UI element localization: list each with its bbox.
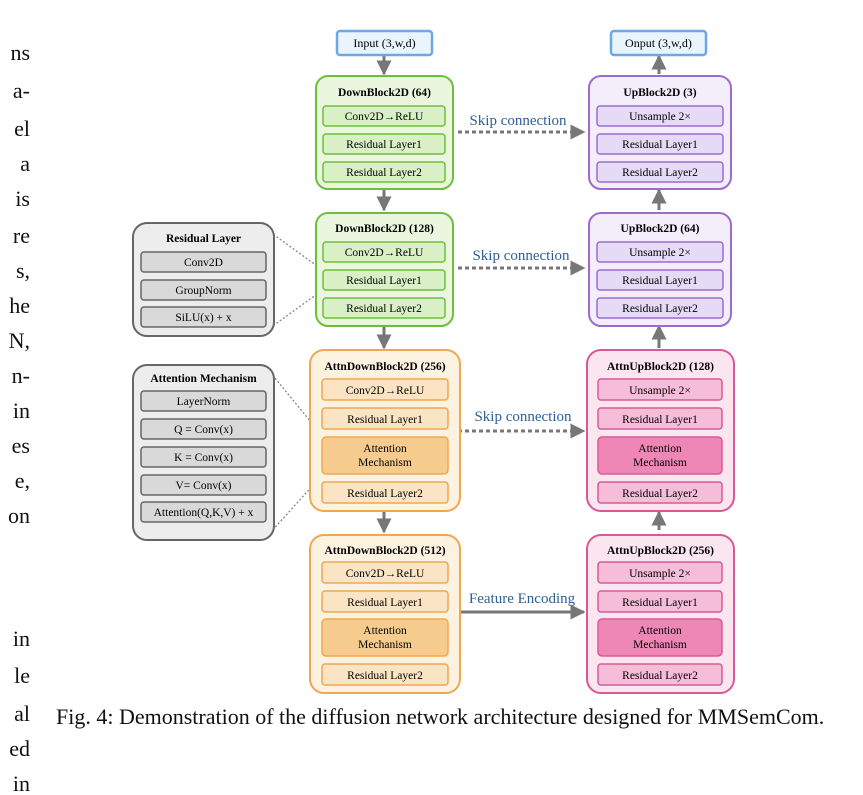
layer-label: Unsample 2× — [629, 568, 691, 580]
architecture-diagram: Skip connection Skip connection Skip con… — [132, 29, 735, 694]
detail-item: Attention(Q,K,V) + x — [154, 507, 254, 519]
down-block-64: DownBlock2D (64) Conv2D→ReLU Residual La… — [315, 75, 454, 190]
output-box: Onput (3,w,d) — [609, 29, 708, 57]
layer-label: Residual Layer1 — [346, 275, 422, 287]
skip-connections: Skip connection Skip connection Skip con… — [458, 113, 586, 620]
attention-label-line: Mechanism — [358, 457, 412, 469]
skip-connection-3-label: Skip connection — [474, 409, 572, 425]
input-label: Input (3,w,d) — [353, 36, 415, 50]
attn-up-block-128: AttnUpBlock2D (128) Unsample 2× Residual… — [586, 349, 735, 512]
skip-connection-1-label: Skip connection — [469, 113, 567, 129]
block-title: UpBlock2D (3) — [623, 87, 696, 99]
attn-down-block-512: AttnDownBlock2D (512) Conv2D→ReLU Residu… — [309, 534, 461, 694]
detail-item: Conv2D — [184, 257, 223, 269]
up-block-3: UpBlock2D (3) Unsample 2× Residual Layer… — [588, 75, 732, 190]
detail-item: SiLU(x) + x — [175, 312, 232, 324]
block-title: DownBlock2D (64) — [338, 87, 431, 99]
down-block-128: DownBlock2D (128) Conv2D→ReLU Residual L… — [315, 212, 454, 327]
attention-leader-bottom — [269, 472, 325, 534]
margin-fragment: a — [20, 153, 30, 175]
attention-label-line: Attention — [363, 443, 407, 455]
detail-leader-lines — [269, 231, 325, 534]
block-title: AttnUpBlock2D (128) — [607, 361, 714, 373]
detail-title: Residual Layer — [166, 233, 241, 245]
margin-fragment: on — [8, 505, 30, 527]
layer-label: Residual Layer1 — [622, 414, 698, 426]
layer-label: Residual Layer1 — [622, 139, 698, 151]
block-title: AttnDownBlock2D (512) — [324, 545, 445, 557]
flow-arrows — [376, 54, 667, 534]
residual-layer-detail: Residual Layer Conv2D GroupNorm SiLU(x) … — [132, 222, 275, 337]
margin-fragment: in — [12, 773, 30, 795]
attention-label-line: Attention — [363, 625, 407, 637]
attention-label-line: Mechanism — [358, 639, 412, 651]
margin-fragment: el — [14, 118, 30, 140]
detail-item: V= Conv(x) — [176, 480, 232, 492]
margin-fragment: he — [9, 295, 30, 317]
feature-encoding-label: Feature Encoding — [469, 591, 576, 607]
layer-label: Residual Layer1 — [346, 139, 422, 151]
layer-label: Residual Layer1 — [347, 414, 423, 426]
block-title: AttnUpBlock2D (256) — [607, 545, 714, 557]
block-title: DownBlock2D (128) — [335, 223, 434, 235]
layer-label: Residual Layer1 — [622, 275, 698, 287]
layer-label: Conv2D→ReLU — [346, 568, 425, 580]
layer-label: Residual Layer2 — [622, 488, 698, 500]
figure-caption: Fig. 4: Demonstration of the diffusion n… — [56, 704, 825, 729]
margin-fragment: n- — [11, 365, 30, 387]
layer-label: Residual Layer2 — [622, 167, 698, 179]
output-label: Onput (3,w,d) — [625, 36, 692, 50]
layer-label: Residual Layer2 — [622, 670, 698, 682]
margin-fragment: in — [12, 400, 30, 422]
margin-fragment: le — [14, 665, 30, 687]
layer-label: Residual Layer2 — [347, 670, 423, 682]
layer-label: Unsample 2× — [629, 385, 691, 397]
layer-label: Residual Layer1 — [622, 597, 698, 609]
margin-fragment: re — [12, 225, 30, 247]
margin-fragment: e, — [14, 470, 30, 492]
layer-label: Conv2D→ReLU — [345, 111, 424, 123]
detail-title: Attention Mechanism — [150, 373, 257, 385]
margin-fragment: N, — [8, 330, 30, 352]
attention-label-line: Mechanism — [633, 639, 687, 651]
detail-item: GroupNorm — [175, 285, 231, 297]
detail-item: LayerNorm — [177, 396, 231, 408]
layer-label: Residual Layer2 — [622, 303, 698, 315]
attention-mechanism-detail: Attention Mechanism LayerNorm Q = Conv(x… — [132, 364, 275, 541]
layer-label: Residual Layer1 — [347, 597, 423, 609]
residual-leader-bottom — [269, 288, 325, 329]
margin-fragment: s, — [15, 260, 30, 282]
attn-up-block-256: AttnUpBlock2D (256) Unsample 2× Residual… — [586, 534, 735, 694]
attention-label-line: Attention — [638, 443, 682, 455]
margin-fragment: ed — [9, 738, 30, 760]
margin-fragment: ns — [10, 42, 30, 64]
layer-label: Conv2D→ReLU — [345, 247, 424, 259]
attn-down-block-256: AttnDownBlock2D (256) Conv2D→ReLU Residu… — [309, 349, 461, 512]
margin-fragment: es — [11, 435, 30, 457]
input-box: Input (3,w,d) — [335, 29, 434, 57]
layer-label: Unsample 2× — [629, 247, 691, 259]
margin-fragment: al — [14, 703, 30, 725]
margin-fragment: is — [15, 188, 30, 210]
detail-item: Q = Conv(x) — [174, 424, 233, 436]
layer-label: Residual Layer2 — [346, 303, 422, 315]
layer-label: Residual Layer2 — [347, 488, 423, 500]
margin-fragment: in — [12, 628, 30, 650]
residual-leader-top — [269, 231, 325, 272]
block-title: UpBlock2D (64) — [621, 223, 700, 235]
layer-label: Conv2D→ReLU — [346, 385, 425, 397]
attention-label-line: Mechanism — [633, 457, 687, 469]
block-title: AttnDownBlock2D (256) — [324, 361, 445, 373]
margin-fragment: a- — [12, 80, 30, 102]
skip-connection-2-label: Skip connection — [472, 248, 570, 264]
layer-label: Unsample 2× — [629, 111, 691, 123]
attention-label-line: Attention — [638, 625, 682, 637]
layer-label: Residual Layer2 — [346, 167, 422, 179]
detail-item: K = Conv(x) — [174, 452, 233, 464]
up-block-64: UpBlock2D (64) Unsample 2× Residual Laye… — [588, 212, 732, 327]
